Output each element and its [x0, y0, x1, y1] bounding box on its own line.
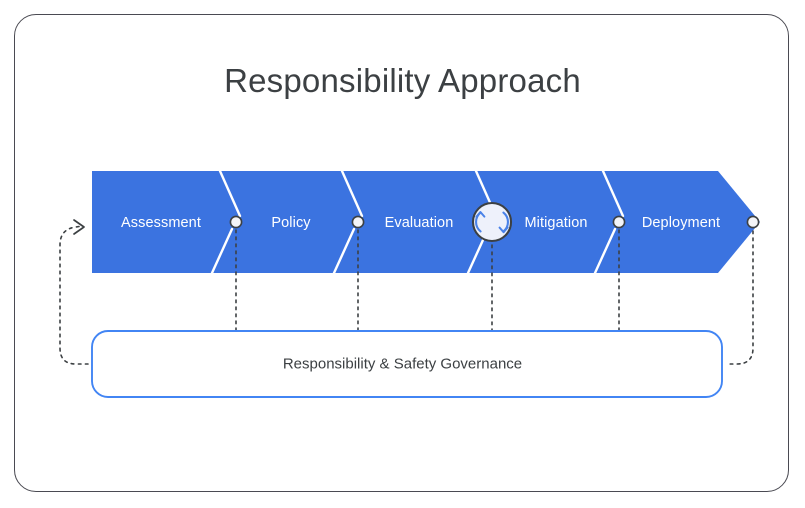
refresh-arrowhead-down — [498, 226, 509, 234]
stage-governance-connectors — [235, 229, 620, 332]
node-assessment[interactable] — [229, 215, 243, 229]
stage-label-evaluation: Evaluation — [384, 215, 454, 231]
pipeline-band[interactable] — [92, 171, 760, 273]
stage-label-mitigation: Mitigation — [524, 215, 588, 231]
node-mitigation[interactable] — [612, 215, 626, 229]
page-title: Responsibility Approach — [224, 62, 581, 99]
stage-label-deployment: Deployment — [641, 215, 721, 231]
separator-4 — [593, 169, 625, 275]
node-deployment[interactable] — [746, 215, 760, 229]
separator-2 — [332, 169, 364, 275]
pipeline-nodes — [229, 215, 760, 229]
stage-label-policy: Policy — [271, 215, 311, 231]
refresh-cycle-icon[interactable] — [471, 201, 513, 243]
separator-1 — [210, 169, 242, 275]
refresh-arrowhead-up — [475, 211, 486, 218]
node-policy[interactable] — [351, 215, 365, 229]
connector-deployment-to-governance — [725, 230, 754, 365]
governance-box[interactable] — [91, 330, 723, 398]
governance-box-label: Responsibility & Safety Governance — [282, 355, 523, 373]
feedback-loop-line — [59, 225, 89, 365]
stage-label-assessment: Assessment — [121, 215, 201, 231]
refresh-cycle-icon-ring — [471, 201, 513, 243]
arrowhead-right-icon — [73, 219, 85, 235]
